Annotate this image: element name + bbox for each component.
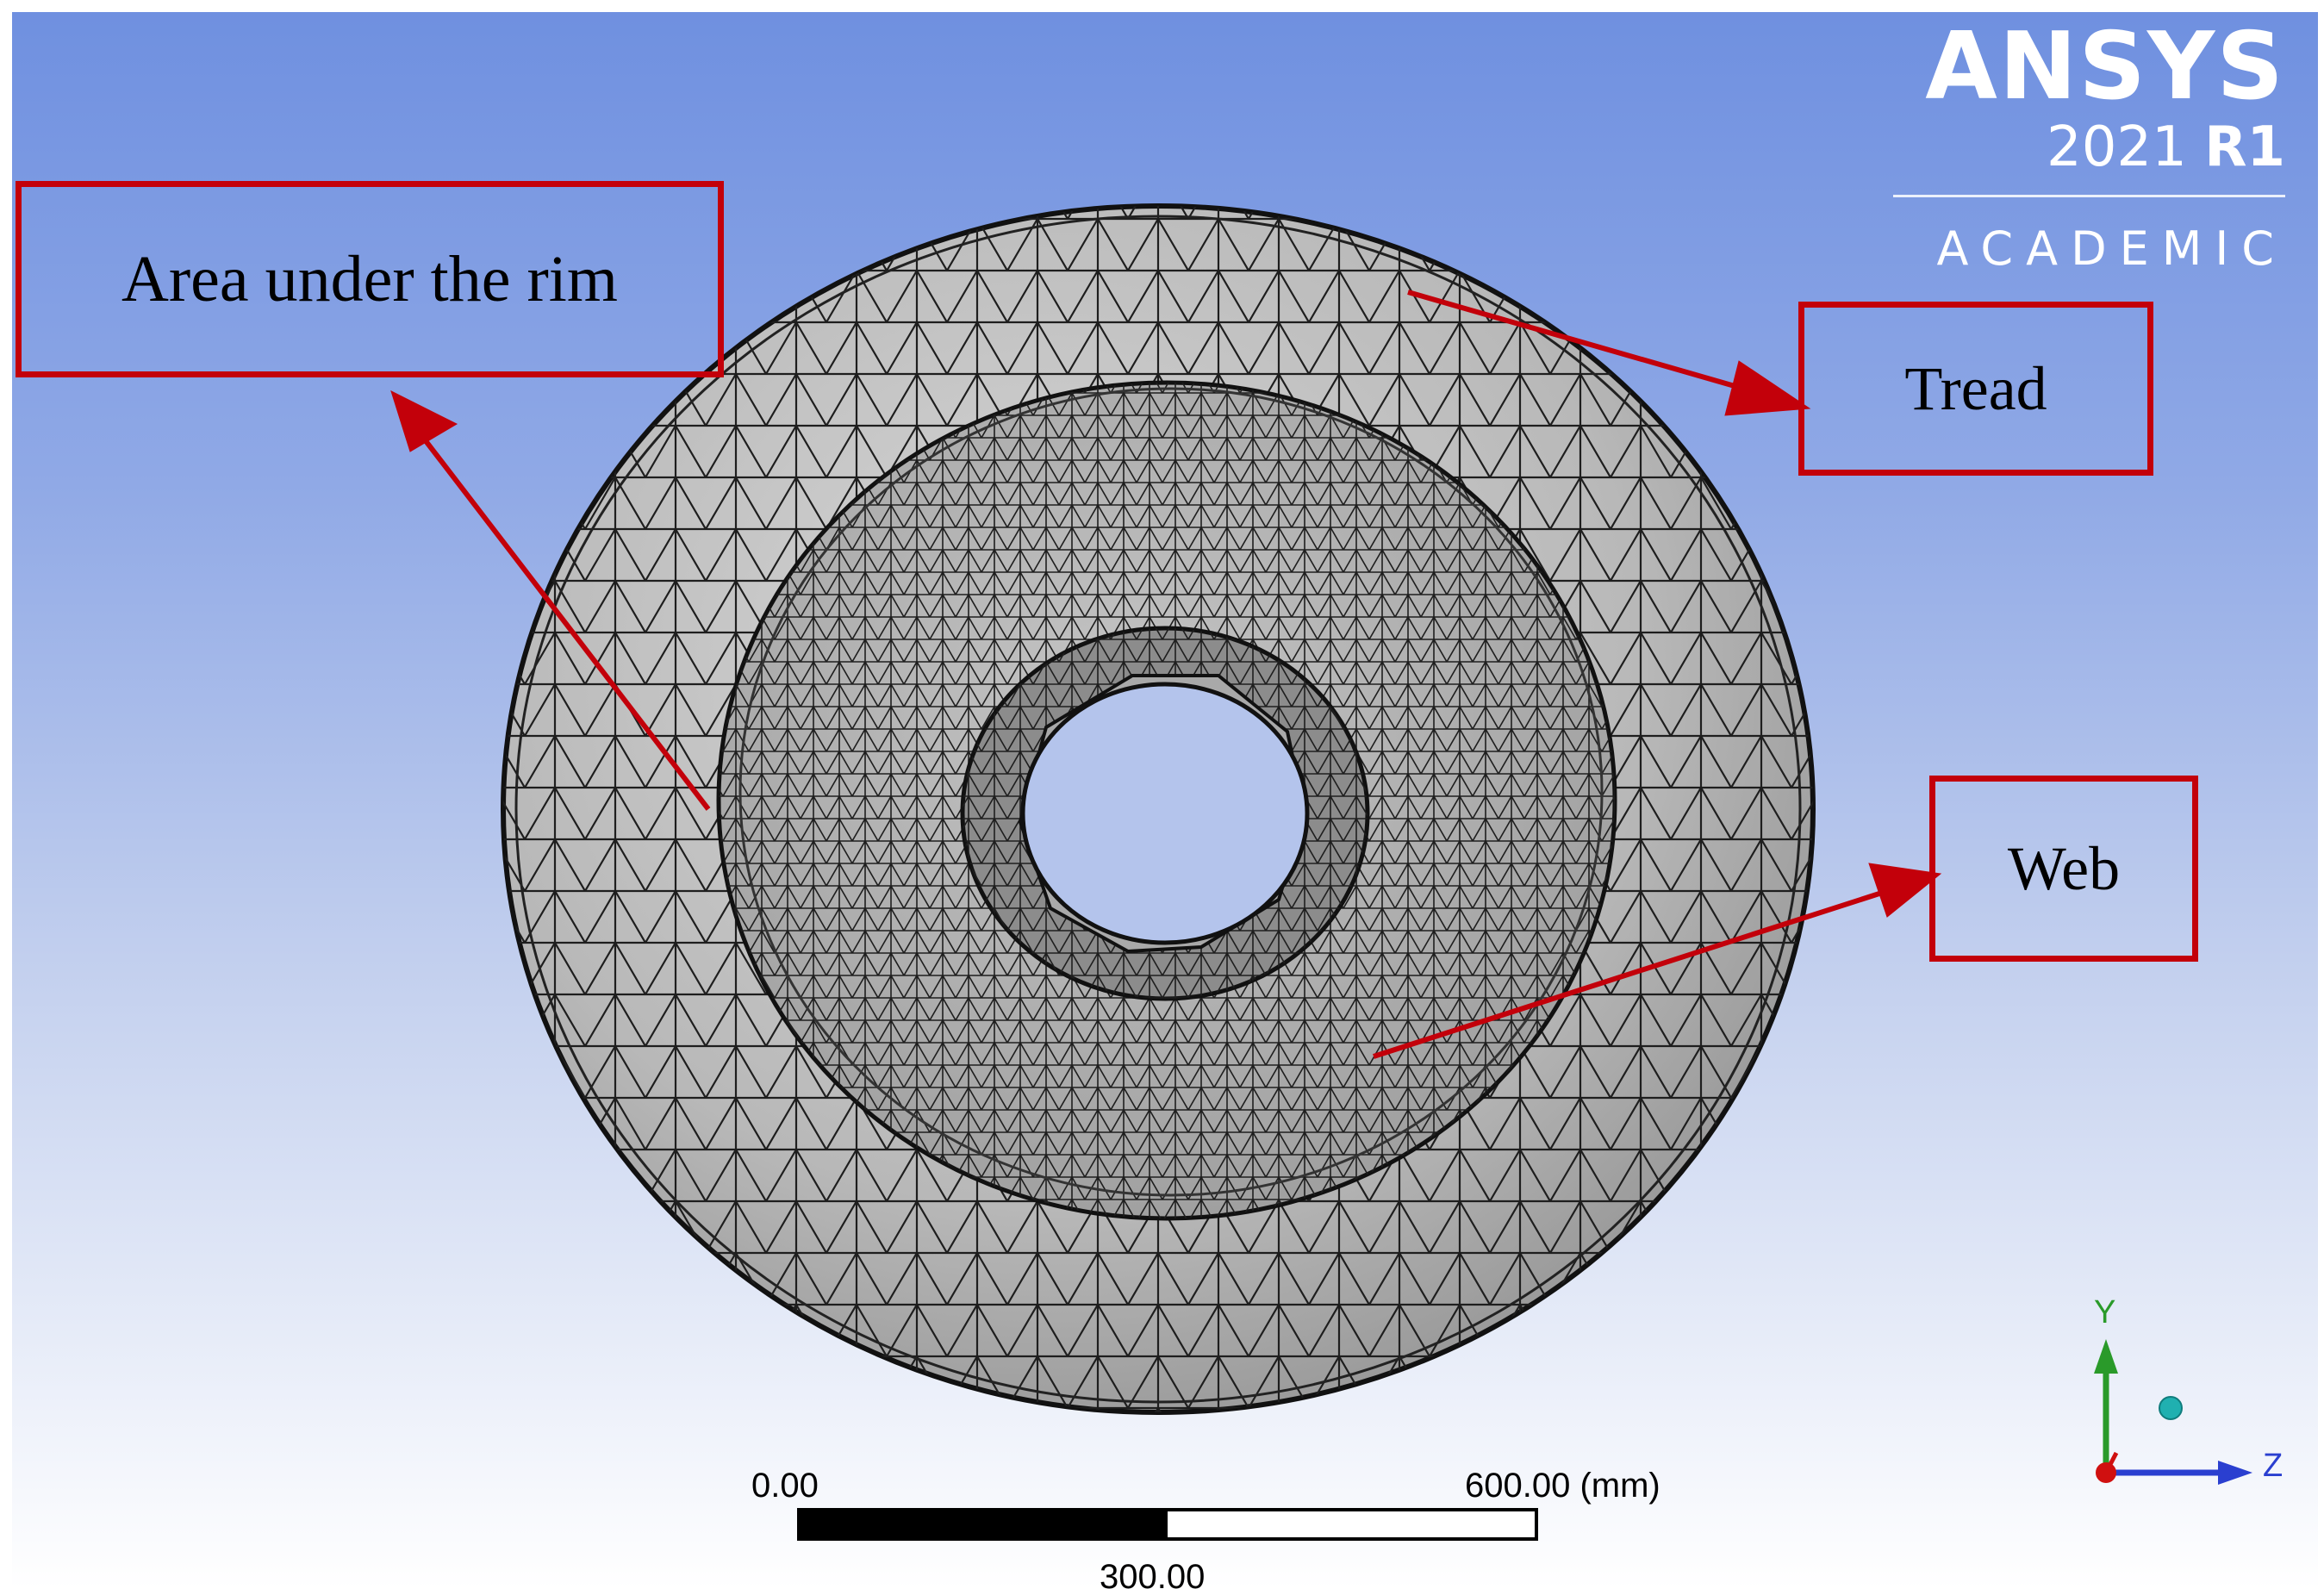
logo-edition: ACADEMIC <box>1936 221 2287 276</box>
triad-y-label: Y <box>2094 1294 2116 1330</box>
logo-brand: ANSYS <box>1925 13 2285 121</box>
callout-web: Web <box>1929 776 2198 962</box>
logo-version-year: 2021 <box>2046 115 2187 179</box>
arrow-web <box>1373 863 1942 1059</box>
callout-tread: Tread <box>1798 302 2153 476</box>
wheel-hub <box>960 626 1370 1001</box>
logo-version: 2021 R1 <box>2047 120 2285 175</box>
arrow-area-under-rim <box>390 390 711 811</box>
logo-version-release: R1 <box>2204 115 2285 179</box>
scale-bar-left-label: 0.00 <box>751 1467 819 1505</box>
mesh-model[interactable] <box>12 12 2318 1589</box>
callout-area-under-rim-label: Area under the rim <box>121 242 619 315</box>
scale-bar-mid-label: 300.00 <box>1100 1558 1206 1589</box>
graphics-viewport[interactable]: Area under the rim Tread Web ANSYS 2021 … <box>12 12 2318 1589</box>
arrow-tread <box>1407 290 1811 416</box>
triad-sphere <box>2159 1396 2183 1420</box>
scale-bar <box>797 1508 1538 1541</box>
logo-divider <box>1893 195 2285 197</box>
xyz-triad-icon <box>2094 1339 2252 1485</box>
callout-web-label: Web <box>2007 833 2121 903</box>
callout-area-under-rim: Area under the rim <box>16 181 724 377</box>
triad-z-label: Z <box>2263 1448 2284 1484</box>
axle-bore <box>1020 682 1310 945</box>
callout-tread-label: Tread <box>1904 353 2047 423</box>
scale-bar-right-label: 600.00 (mm) <box>1465 1467 1660 1505</box>
